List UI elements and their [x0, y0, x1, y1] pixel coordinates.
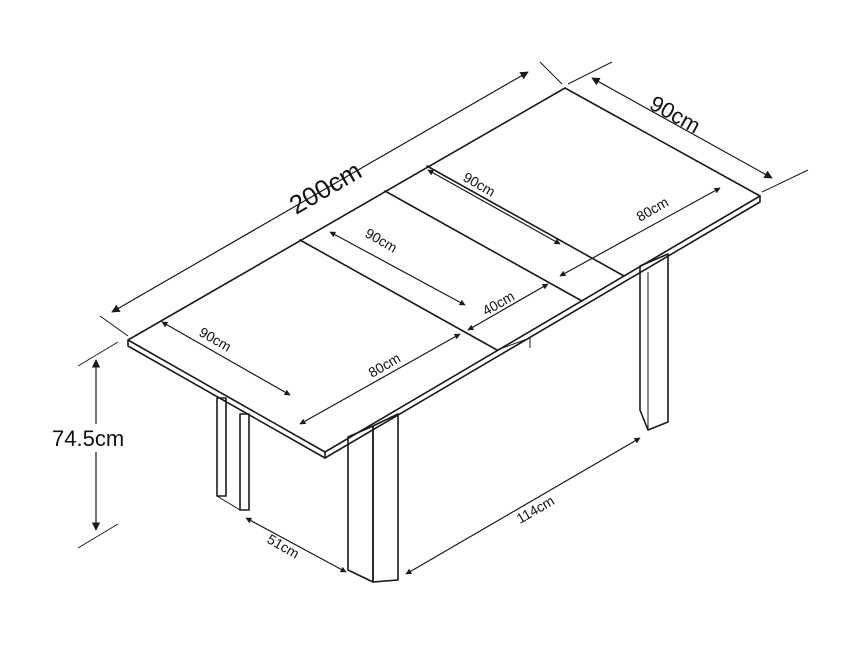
tabletop-front-thickness	[127, 195, 761, 459]
dimension-base-depth: 51cm	[245, 517, 347, 573]
front-leg-side	[347, 425, 374, 583]
table-base	[216, 253, 669, 583]
label-leaf-depth-1: 90cm	[197, 324, 235, 355]
dimension-depth: 90cm	[567, 61, 809, 193]
dimension-leaf-1: 90cm 80cm	[161, 321, 461, 425]
dimension-total-length: 200cm	[99, 61, 563, 337]
ext-line-height-bottom	[77, 523, 119, 549]
dim-line-base-depth	[245, 517, 347, 573]
dim-line-leaf-width-2	[467, 283, 549, 331]
dim-line-base-length	[405, 437, 641, 575]
ext-line-length-right	[539, 61, 563, 85]
dim-line-length	[111, 71, 529, 313]
label-base-length: 114cm	[514, 492, 557, 526]
ext-line-length-left	[99, 315, 129, 337]
dim-line-leaf-width-3	[559, 187, 721, 277]
left-leg-inner	[239, 413, 250, 511]
dim-line-leaf-depth-2	[329, 231, 466, 306]
label-leaf-width-2: 40cm	[480, 288, 518, 319]
front-leg-face	[372, 413, 399, 583]
dimension-height: 74.5cm	[50, 341, 142, 549]
left-leg-base	[216, 495, 241, 511]
leaf-seam-2	[384, 190, 583, 302]
dim-line-depth	[591, 77, 773, 179]
right-leg-panel	[639, 253, 669, 431]
label-leaf-depth-2: 90cm	[363, 225, 401, 256]
dimension-leaf-3: 90cm 80cm	[427, 169, 721, 277]
dim-line-leaf-depth-3	[427, 169, 561, 245]
dimension-leaf-2: 90cm 40cm	[329, 225, 549, 331]
label-depth: 90cm	[646, 91, 705, 139]
dim-line-leaf-width-1	[299, 333, 461, 425]
table-top	[127, 87, 761, 459]
ext-line-height-top	[77, 341, 119, 367]
label-base-depth: 51cm	[265, 531, 303, 562]
dimension-base-length: 114cm	[405, 437, 641, 575]
ext-line-depth-left	[567, 61, 613, 85]
left-leg-outer	[216, 397, 227, 497]
dim-line-leaf-depth-1	[161, 321, 291, 396]
label-leaf-width-3: 80cm	[634, 194, 672, 225]
ext-line-depth-right	[761, 169, 809, 193]
leaf-seam-3	[426, 165, 625, 277]
label-height: 74.5cm	[52, 426, 124, 451]
leaf-bracket	[496, 337, 531, 351]
leaf-seam-1	[299, 239, 498, 351]
label-height-bg	[50, 424, 142, 452]
